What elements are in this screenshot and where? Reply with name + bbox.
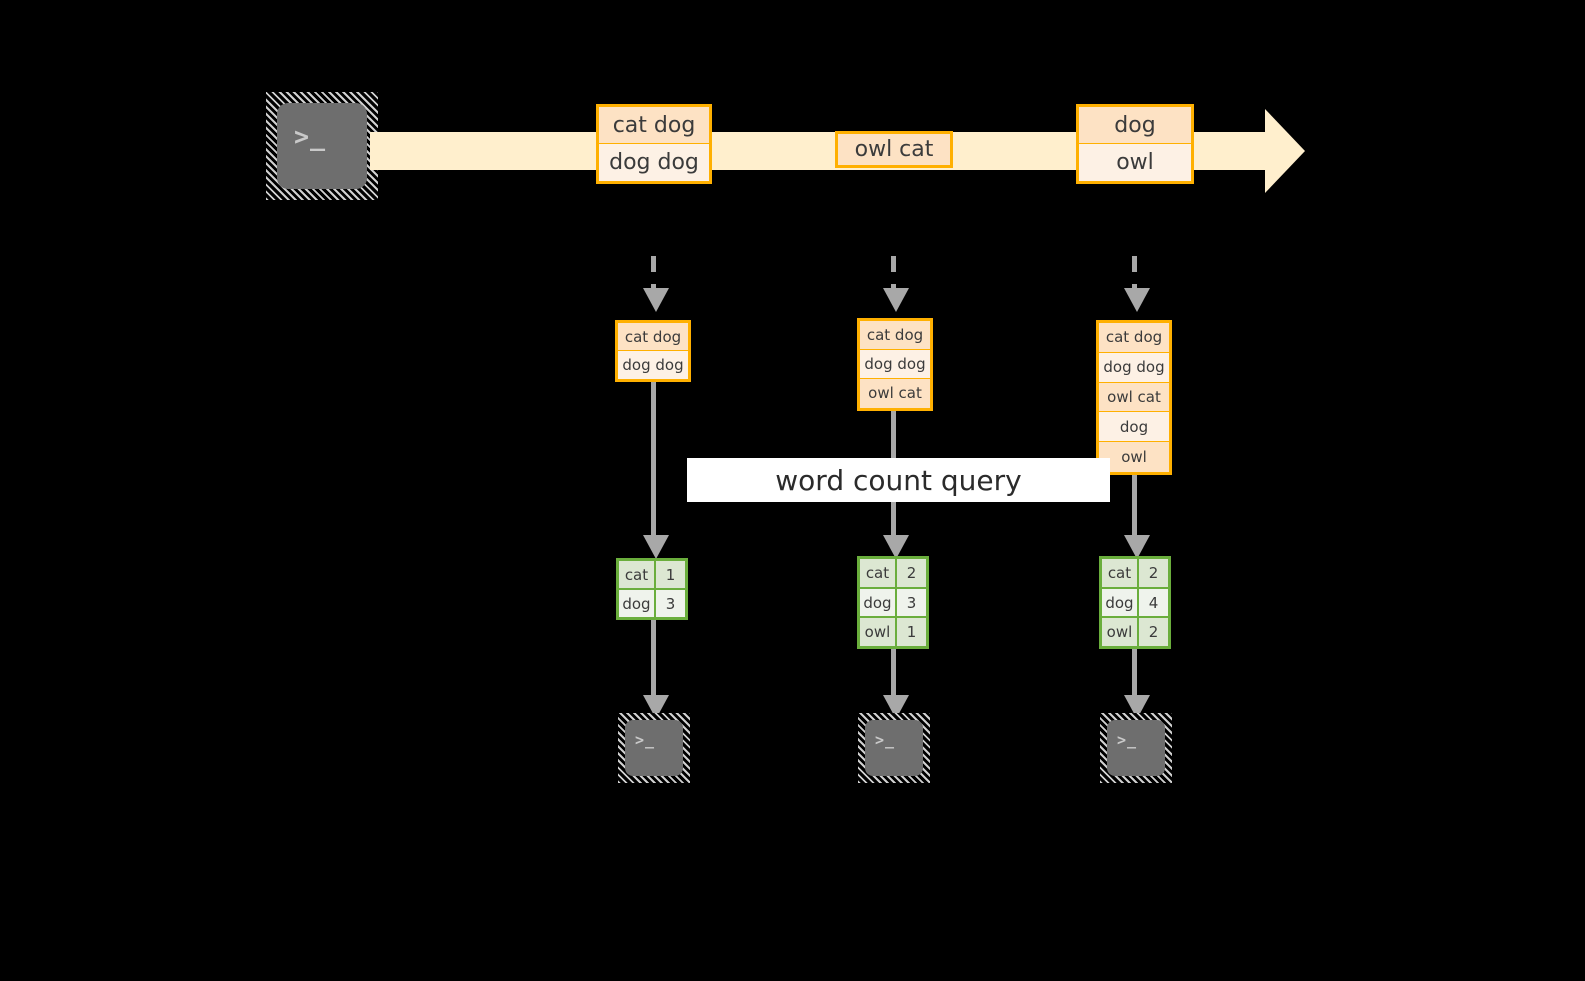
result-table-2[interactable]: cat 2 dog 3 owl 1 [857, 556, 929, 649]
snapshot-line: dog dog [618, 351, 688, 379]
terminal-prompt-glyph: >_ [294, 122, 327, 151]
word-cell: owl [1102, 618, 1139, 647]
output-connector-1 [651, 620, 656, 710]
message-line: dog dog [599, 144, 709, 181]
query-arrowhead-3 [1124, 535, 1150, 559]
feed-arrowhead-3 [1124, 288, 1150, 312]
message-line: owl [1079, 144, 1191, 181]
count-cell: 3 [655, 590, 685, 617]
query-connector-1 [651, 382, 656, 550]
snapshot-line: cat dog [860, 321, 930, 350]
count-cell: 2 [1138, 559, 1168, 587]
feed-dash-1 [651, 256, 656, 294]
producer-terminal-icon: >_ [266, 92, 378, 200]
stream-message-3[interactable]: dog owl [1076, 104, 1194, 184]
message-line: cat dog [599, 107, 709, 144]
word-cell: dog [619, 590, 656, 617]
table-row: owl 2 [1102, 618, 1168, 647]
word-cell: dog [1102, 588, 1139, 617]
feed-arrowhead-1 [643, 288, 669, 312]
table-row: cat 2 [860, 559, 926, 589]
terminal-body [625, 720, 683, 776]
stream-message-1[interactable]: cat dog dog dog [596, 104, 712, 184]
terminal-body [865, 720, 923, 776]
message-line: owl cat [838, 134, 950, 165]
word-cell: cat [1102, 559, 1139, 587]
query-arrowhead-1 [643, 535, 669, 559]
terminal-body [1107, 720, 1165, 776]
output-connector-3 [1132, 649, 1137, 710]
terminal-prompt-glyph: >_ [635, 731, 656, 749]
table-row: dog 3 [860, 588, 926, 619]
feed-dash-3 [1132, 256, 1137, 294]
snapshot-line: owl cat [860, 378, 930, 408]
snapshot-2[interactable]: cat dog dog dog owl cat [857, 318, 933, 411]
table-row: owl 1 [860, 618, 926, 647]
count-cell: 2 [896, 559, 926, 587]
count-cell: 3 [896, 588, 926, 617]
terminal-prompt-glyph: >_ [1117, 731, 1138, 749]
snapshot-line: dog dog [1099, 352, 1169, 383]
stream-message-2[interactable]: owl cat [835, 131, 953, 168]
stream-arrow-head [1265, 109, 1305, 193]
query-banner: word count query [687, 458, 1110, 502]
feed-arrowhead-2 [883, 288, 909, 312]
count-cell: 4 [1138, 588, 1168, 617]
terminal-body [277, 103, 367, 189]
snapshot-line: cat dog [1099, 323, 1169, 353]
table-row: dog 3 [619, 590, 685, 617]
consumer-terminal-icon-1: >_ [618, 713, 690, 783]
count-cell: 2 [1138, 618, 1168, 647]
feed-dash-2 [891, 256, 896, 294]
snapshot-line: dog [1099, 412, 1169, 443]
snapshot-line: cat dog [618, 323, 688, 351]
snapshot-1[interactable]: cat dog dog dog [615, 320, 691, 382]
table-row: dog 4 [1102, 588, 1168, 619]
snapshot-3[interactable]: cat dog dog dog owl cat dog owl [1096, 320, 1172, 475]
terminal-prompt-glyph: >_ [875, 731, 896, 749]
result-table-1[interactable]: cat 1 dog 3 [616, 558, 688, 620]
word-cell: cat [619, 561, 656, 588]
word-cell: owl [860, 618, 897, 647]
snapshot-line: owl cat [1099, 382, 1169, 413]
snapshot-line: owl [1099, 442, 1169, 472]
consumer-terminal-icon-2: >_ [858, 713, 930, 783]
message-line: dog [1079, 107, 1191, 144]
consumer-terminal-icon-3: >_ [1100, 713, 1172, 783]
table-row: cat 1 [619, 561, 685, 590]
count-cell: 1 [896, 618, 926, 647]
word-cell: dog [860, 588, 897, 617]
output-connector-2 [891, 649, 896, 710]
query-connector-3 [1132, 475, 1137, 550]
query-arrowhead-2 [883, 535, 909, 559]
snapshot-line: dog dog [860, 350, 930, 379]
result-table-3[interactable]: cat 2 dog 4 owl 2 [1099, 556, 1171, 649]
word-cell: cat [860, 559, 897, 587]
table-row: cat 2 [1102, 559, 1168, 589]
count-cell: 1 [655, 561, 685, 588]
